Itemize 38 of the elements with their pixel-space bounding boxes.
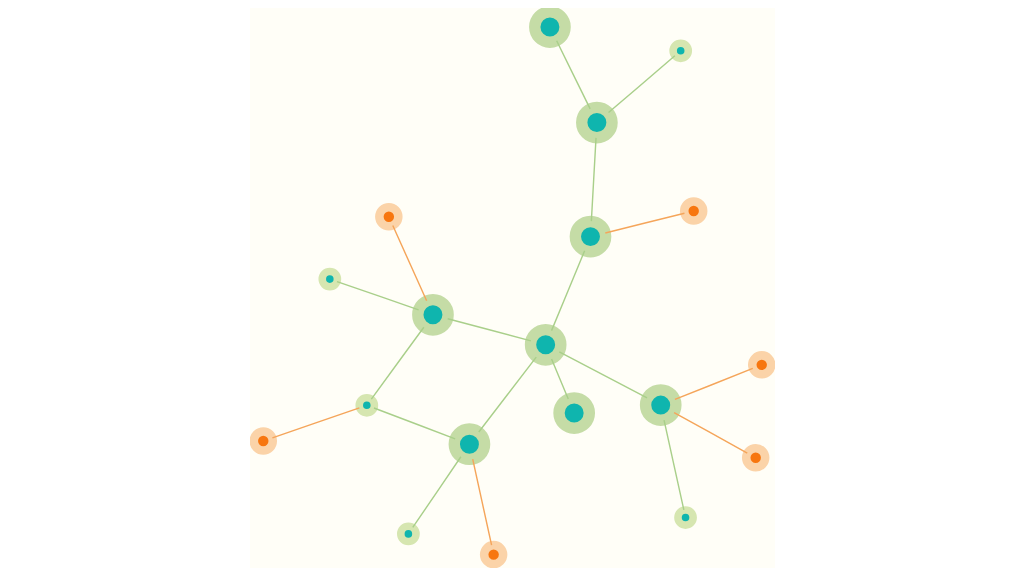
node-circle xyxy=(668,39,692,63)
connector xyxy=(673,367,753,401)
node-circle xyxy=(317,267,341,291)
connector xyxy=(558,351,648,399)
node-circle xyxy=(411,293,454,336)
node-circle xyxy=(374,203,403,231)
node-circle xyxy=(747,351,775,379)
connector xyxy=(411,456,462,529)
connector xyxy=(550,250,585,332)
node-circle xyxy=(552,392,595,434)
connector xyxy=(446,318,532,342)
connector xyxy=(590,137,597,222)
node-circle xyxy=(673,506,697,529)
node-circle xyxy=(639,384,682,426)
node-circle xyxy=(741,444,769,472)
connector xyxy=(607,55,676,114)
connector xyxy=(370,326,425,400)
connector xyxy=(555,40,591,110)
node-circle xyxy=(679,197,707,225)
node-circle xyxy=(528,8,571,48)
node-circle xyxy=(249,427,277,455)
connector xyxy=(271,407,360,439)
node-circle xyxy=(569,215,611,258)
node-circle xyxy=(575,101,618,144)
connector xyxy=(672,411,748,454)
connector xyxy=(391,224,427,302)
node-circle xyxy=(354,393,378,417)
connector xyxy=(335,280,419,311)
connector xyxy=(604,212,685,234)
connector xyxy=(372,407,456,440)
node-circle xyxy=(396,522,420,546)
connector xyxy=(550,358,569,400)
connector xyxy=(477,356,537,433)
connector xyxy=(471,458,492,546)
node-circle xyxy=(448,423,490,466)
node-circle xyxy=(524,323,567,366)
node-circle xyxy=(479,540,507,568)
connector xyxy=(662,419,685,511)
